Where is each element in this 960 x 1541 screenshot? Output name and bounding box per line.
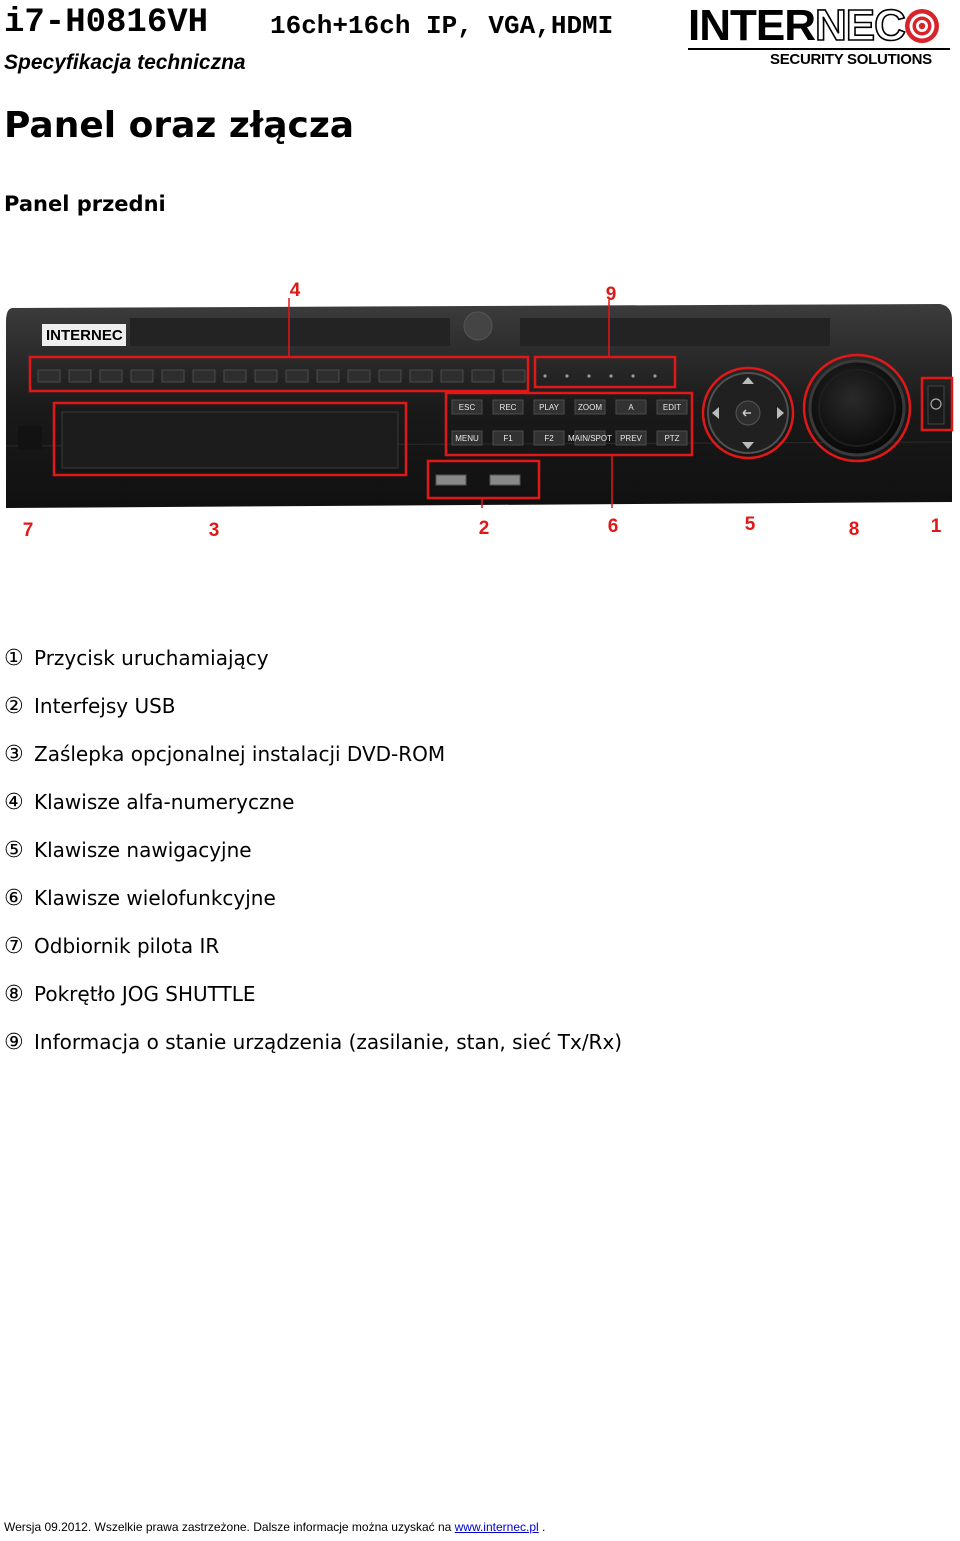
page-title: Panel oraz złącza	[4, 105, 355, 146]
key-label-a: A	[628, 403, 634, 412]
logo-word-outline: NEC	[814, 1, 907, 50]
legend-item: ① Przycisk uruchamiający	[4, 642, 622, 690]
legend-item: ⑧ Pokrętło JOG SHUTTLE	[4, 978, 622, 1026]
legend-item: ③ Zaślepka opcjonalnej instalacji DVD-ROM	[4, 738, 622, 786]
legend-text: Interfejsy USB	[34, 694, 176, 718]
legend-text: Klawisze wielofunkcyjne	[34, 886, 276, 910]
legend-text: Odbiornik pilota IR	[34, 934, 220, 958]
key-label-f1: F1	[503, 434, 513, 443]
legend-item: ⑥ Klawisze wielofunkcyjne	[4, 882, 622, 930]
legend-number: ⑦	[4, 934, 24, 959]
key-label-esc: ESC	[459, 403, 476, 412]
logo-rule	[688, 48, 950, 50]
legend-item: ② Interfejsy USB	[4, 690, 622, 738]
key-label-rec: REC	[500, 403, 517, 412]
callout-3: 3	[209, 520, 220, 541]
key-label-f2: F2	[544, 434, 554, 443]
legend-item: ④ Klawisze alfa-numeryczne	[4, 786, 622, 834]
channel-spec: 16ch+16ch IP, VGA,HDMI	[270, 11, 614, 41]
legend-number: ④	[4, 790, 24, 815]
legend-number: ②	[4, 694, 24, 719]
target-icon	[905, 9, 939, 43]
key-label-play: PLAY	[539, 403, 560, 412]
device-logo: INTERNEC	[46, 327, 123, 344]
legend-item: ⑨ Informacja o stanie urządzenia (zasilan…	[4, 1026, 622, 1074]
callout-8: 8	[849, 519, 860, 540]
callout-4: 4	[290, 280, 301, 301]
footer-end: .	[538, 1520, 546, 1534]
status-leds	[543, 374, 657, 378]
callout-1: 1	[931, 516, 942, 537]
legend-number: ⑤	[4, 838, 24, 863]
key-label-edit: EDIT	[663, 403, 681, 412]
multifunction-keys	[451, 399, 688, 446]
footer-text: Wersja 09.2012. Wszelkie prawa zastrzeżo…	[4, 1520, 455, 1534]
internec-logo: INTERNEC SECURITY SOLUTIONS	[688, 1, 950, 68]
legend-number: ⑨	[4, 1030, 24, 1055]
legend-number: ⑧	[4, 982, 24, 1007]
legend-text: Przycisk uruchamiający	[34, 646, 269, 670]
legend-item: ⑦ Odbiornik pilota IR	[4, 930, 622, 978]
jog-shuttle	[808, 359, 906, 457]
legend-text: Informacja o stanie urządzenia (zasilani…	[34, 1030, 623, 1054]
logo-wordmark: INTERNEC	[688, 1, 907, 50]
section-title: Panel przedni	[4, 192, 166, 216]
legend-number: ③	[4, 742, 24, 767]
key-label-zoom: ZOOM	[578, 403, 602, 412]
callout-6: 6	[608, 516, 619, 537]
key-label-menu: MENU	[455, 434, 479, 443]
model-name: i7-H0816VH	[4, 4, 209, 42]
legend-item: ⑤ Klawisze nawigacyjne	[4, 834, 622, 882]
callout-2: 2	[479, 518, 490, 539]
legend-text: Pokrętło JOG SHUTTLE	[34, 982, 256, 1006]
alphanumeric-keys	[37, 369, 526, 383]
callout-5: 5	[745, 514, 756, 535]
red-highlight-boxes	[28, 353, 954, 500]
legend-text: Klawisze alfa-numeryczne	[34, 790, 295, 814]
website-link[interactable]: www.internec.pl	[454, 1520, 539, 1534]
callout-7: 7	[23, 520, 34, 541]
page-footer: Wersja 09.2012. Wszelkie prawa zastrzeżo…	[4, 1519, 545, 1535]
legend-text: Zaślepka opcjonalnej instalacji DVD-ROM	[34, 742, 446, 766]
key-label-ptz: PTZ	[664, 434, 679, 443]
logo-word-solid: INTER	[688, 1, 816, 50]
document-subtitle: Specyfikacja techniczna	[4, 51, 246, 74]
power-icon	[930, 398, 942, 410]
legend-number: ①	[4, 646, 24, 671]
key-label-prev: PREV	[620, 434, 642, 443]
logo-tagline: SECURITY SOLUTIONS	[770, 51, 932, 68]
navigation-keys	[707, 372, 789, 454]
key-label-mainspot: MAIN/SPOT	[568, 434, 612, 443]
legend-number: ⑥	[4, 886, 24, 911]
front-panel-image: INTERNEC ESC REC PLAY ZOOM A EDIT MENU F…	[5, 280, 954, 541]
legend-text: Klawisze nawigacyjne	[34, 838, 252, 862]
callout-leaders	[288, 298, 613, 508]
callout-9: 9	[606, 284, 617, 305]
